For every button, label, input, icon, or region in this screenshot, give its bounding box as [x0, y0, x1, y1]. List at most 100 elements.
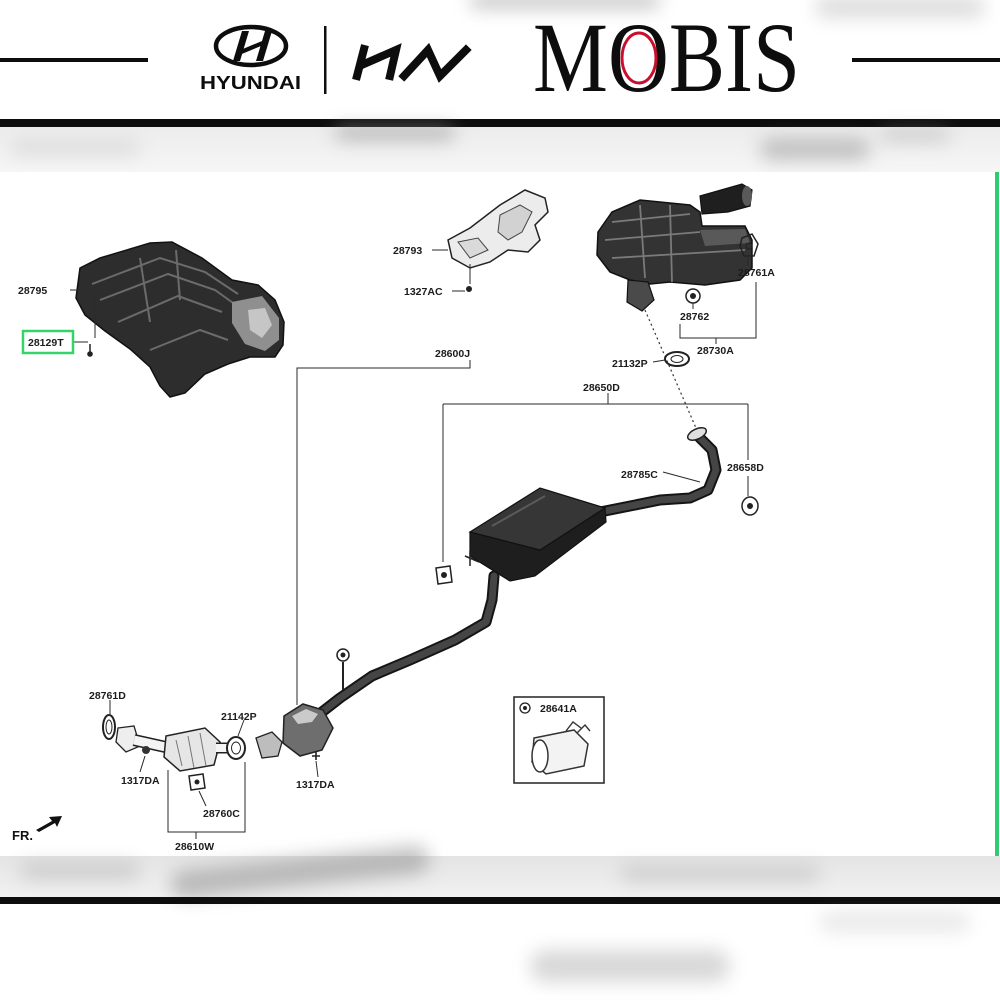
pipe-hanger-rubber [336, 648, 350, 662]
left-hanger-shape [435, 565, 453, 585]
converter-gasket[interactable] [226, 736, 246, 760]
intermediate-pipe[interactable] [594, 425, 722, 518]
callout-rear-hanger[interactable]: 28761A [738, 267, 775, 279]
callout-rear-gasket[interactable]: 21132P [612, 358, 648, 370]
center-muffler[interactable] [468, 487, 607, 582]
main-pipe[interactable] [316, 570, 500, 718]
callout-heat-shield-main[interactable]: 28795 [18, 285, 47, 297]
bolt-head [87, 351, 93, 357]
center-hanger[interactable] [741, 496, 759, 516]
callout-front-gasket[interactable]: 28761D [89, 690, 126, 702]
blur-top-shape-4 [10, 140, 140, 156]
footer-rule [0, 897, 1000, 904]
blur-band-bottom [0, 856, 1000, 897]
blur-top-shape-3 [880, 128, 950, 142]
clamp-end [531, 739, 549, 773]
rear-tail-pipe [699, 183, 753, 215]
rear-gasket-inner [670, 355, 684, 363]
hyundai-h-bar [237, 41, 262, 56]
converter-shine [292, 709, 318, 724]
rear-gasket[interactable] [664, 351, 690, 367]
small-shield-bolt[interactable] [466, 264, 472, 292]
hyundai-oval [213, 24, 289, 68]
rear-hanger-shape [739, 233, 759, 257]
left-hanger-hole [441, 572, 447, 578]
catalytic-converter[interactable] [255, 703, 334, 759]
converter-gasket-inner [231, 741, 241, 755]
exhaust-parts-diagram: 28795 28129T 28793 1327AC 28761A 28762 2… [12, 183, 775, 853]
intermediate-flange [686, 427, 708, 441]
rear-hanger-rubber[interactable] [685, 288, 701, 304]
callout-front-nut[interactable]: 1317DA [121, 775, 160, 787]
hyundai-h-left [233, 31, 249, 61]
callout-small-shield-bolt[interactable]: 1327AC [404, 286, 443, 298]
reference-marker-icon [519, 702, 531, 714]
rear-hanger-hole [745, 242, 753, 250]
direction-arrow-icon [36, 816, 62, 832]
center-muffler-top [468, 487, 607, 551]
intermediate-pipe-core [596, 432, 720, 516]
front-converter-hatch [175, 732, 207, 769]
converter-nut-mark [312, 752, 320, 760]
direction-label: FR. [12, 828, 33, 843]
callout-highlight-frame [21, 329, 75, 355]
header-underline [0, 119, 1000, 127]
kia-logo-icon [352, 42, 472, 83]
center-muffler-shine [491, 495, 546, 527]
header-rule-right [852, 58, 1000, 62]
heat-shield-main[interactable] [75, 241, 285, 398]
callout-heat-shield-small[interactable]: 28793 [393, 245, 422, 257]
small-bolt-head [466, 286, 472, 292]
hyundai-wordmark: HYUNDAI [200, 73, 301, 93]
front-pipe-core [133, 735, 171, 753]
callout-muffler-assy[interactable]: 28600J [435, 348, 470, 360]
center-hanger-left[interactable] [435, 551, 480, 585]
mobis-accent-ring [620, 31, 658, 85]
blur-top-shape-2 [760, 138, 870, 160]
front-hanger[interactable] [188, 773, 206, 791]
edge-marker [995, 172, 999, 856]
rear-muffler-ridges [604, 204, 746, 283]
callout-rear-hanger-rubber[interactable]: 28762 [680, 311, 709, 323]
callout-front-hanger[interactable]: 28760C [203, 808, 240, 820]
callout-center-muffler-assy[interactable]: 28650D [583, 382, 620, 394]
header-rule-left [0, 58, 148, 62]
blur-top-right [815, 0, 985, 18]
clamp-detail-box[interactable] [513, 696, 605, 784]
heat-shield-small[interactable] [447, 189, 549, 269]
callout-heat-shield-bolt[interactable]: 28129T [28, 337, 64, 349]
converter-flange [255, 731, 283, 759]
callout-rear-muffler-assy[interactable]: 28730A [697, 345, 734, 357]
header-divider [324, 26, 327, 94]
rubber-inner [690, 293, 696, 299]
heat-shield-small-inner-1 [497, 204, 533, 241]
rear-muffler[interactable] [596, 183, 753, 312]
front-gasket-outer [102, 714, 116, 740]
rear-muffler-highlight [700, 229, 750, 246]
rear-gasket-outer [664, 351, 690, 367]
callout-converter-gasket[interactable]: 21142P [221, 711, 257, 723]
heat-shield-bolt[interactable] [87, 344, 93, 357]
muffler-bracket [464, 551, 480, 566]
center-hanger-ring [741, 496, 759, 516]
callout-converter-nut[interactable]: 1317DA [296, 779, 335, 791]
pipe-hanger[interactable] [336, 648, 350, 690]
center-hanger-hole [747, 503, 753, 509]
brand-header: HYUNDAI MOBIS [200, 2, 800, 113]
callout-clamp[interactable]: 28641A [540, 703, 577, 715]
reference-marker-dot [523, 706, 527, 710]
front-pipe[interactable] [115, 725, 228, 772]
pipe-hanger-hole [340, 652, 346, 658]
rear-hanger[interactable] [739, 233, 759, 257]
blur-top-center [470, 0, 660, 8]
blur-top-shape-1 [335, 126, 455, 140]
callout-front-pipe-assy[interactable]: 28610W [175, 841, 214, 853]
callout-center-hanger-bracket[interactable]: 28785C [621, 469, 658, 481]
converter-gasket-outer [226, 736, 246, 760]
callout-center-hanger[interactable]: 28658D [727, 462, 764, 474]
front-nut[interactable] [142, 746, 150, 754]
front-gasket[interactable] [102, 714, 116, 740]
converter-nut[interactable] [312, 752, 320, 760]
blur-bottom-shape-2 [20, 862, 140, 880]
front-converter-body [163, 727, 221, 772]
